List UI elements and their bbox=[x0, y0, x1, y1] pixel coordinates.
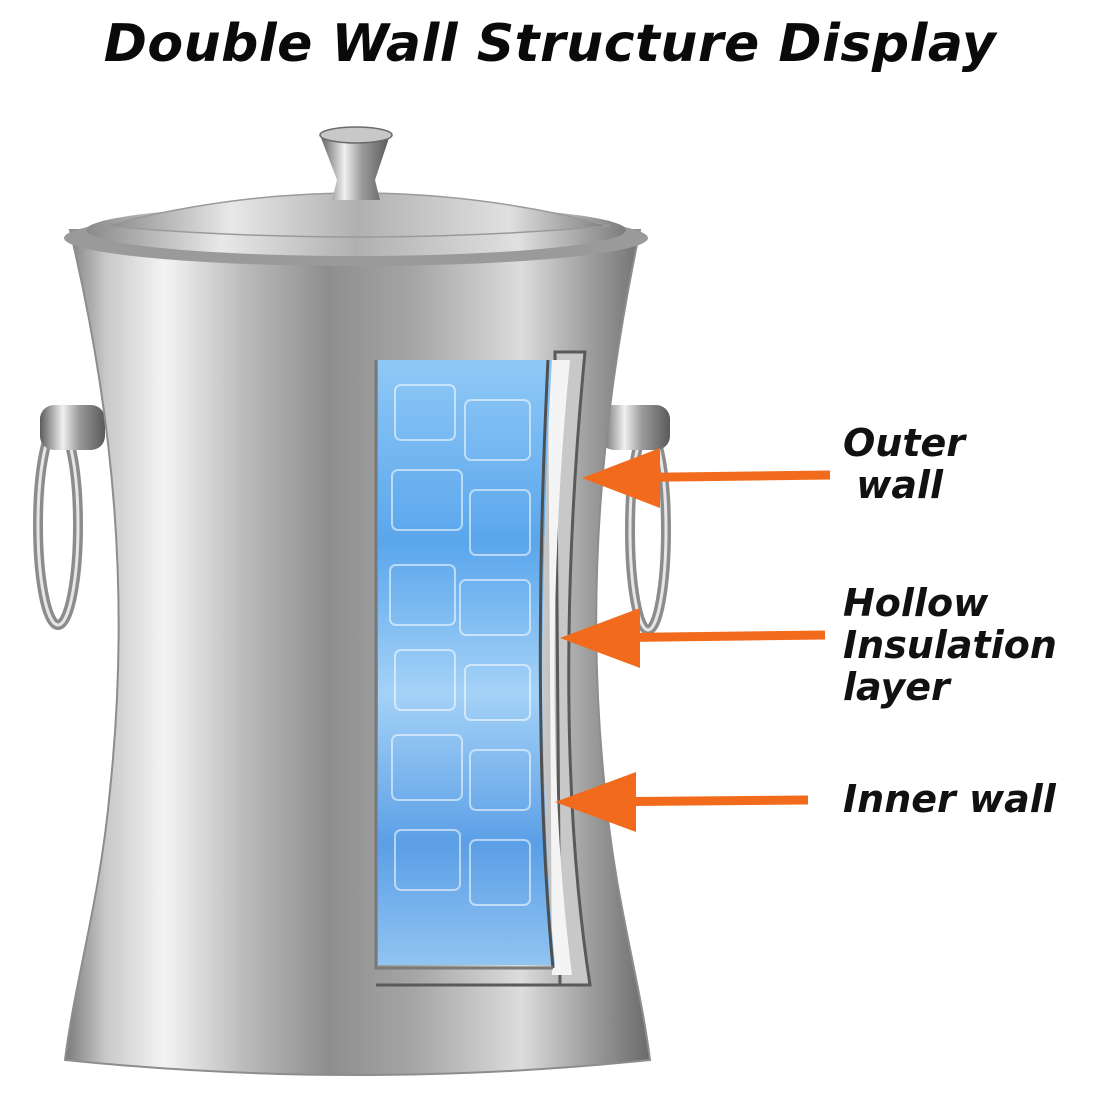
bucket-lid bbox=[64, 126, 648, 266]
outer-wall-label: Outer wall bbox=[843, 422, 965, 506]
inner-wall-label-line-1: Inner wall bbox=[843, 777, 1056, 821]
outer-wall-label-line-2: wall bbox=[843, 463, 944, 507]
inner-wall bbox=[538, 359, 555, 969]
outer-wall bbox=[553, 350, 592, 987]
ice-cubes bbox=[378, 360, 555, 965]
cutaway-section bbox=[374, 350, 592, 987]
hollow-layer-label-line-1: Hollow bbox=[843, 581, 989, 625]
hollow-insulation-gap bbox=[548, 360, 572, 975]
hollow-layer-label-line-2: Insulation bbox=[843, 623, 1057, 667]
inner-wall-label: Inner wall bbox=[843, 778, 1056, 820]
outer-wall-label-line-1: Outer bbox=[843, 421, 966, 465]
hollow-layer-label: Hollow Insulation layer bbox=[843, 582, 1057, 708]
lid-knob bbox=[320, 135, 390, 200]
hollow-layer-label-line-3: layer bbox=[843, 665, 950, 709]
left-handle bbox=[33, 405, 105, 630]
right-handle bbox=[600, 405, 671, 635]
diagram-title: Double Wall Structure Display bbox=[103, 14, 997, 74]
